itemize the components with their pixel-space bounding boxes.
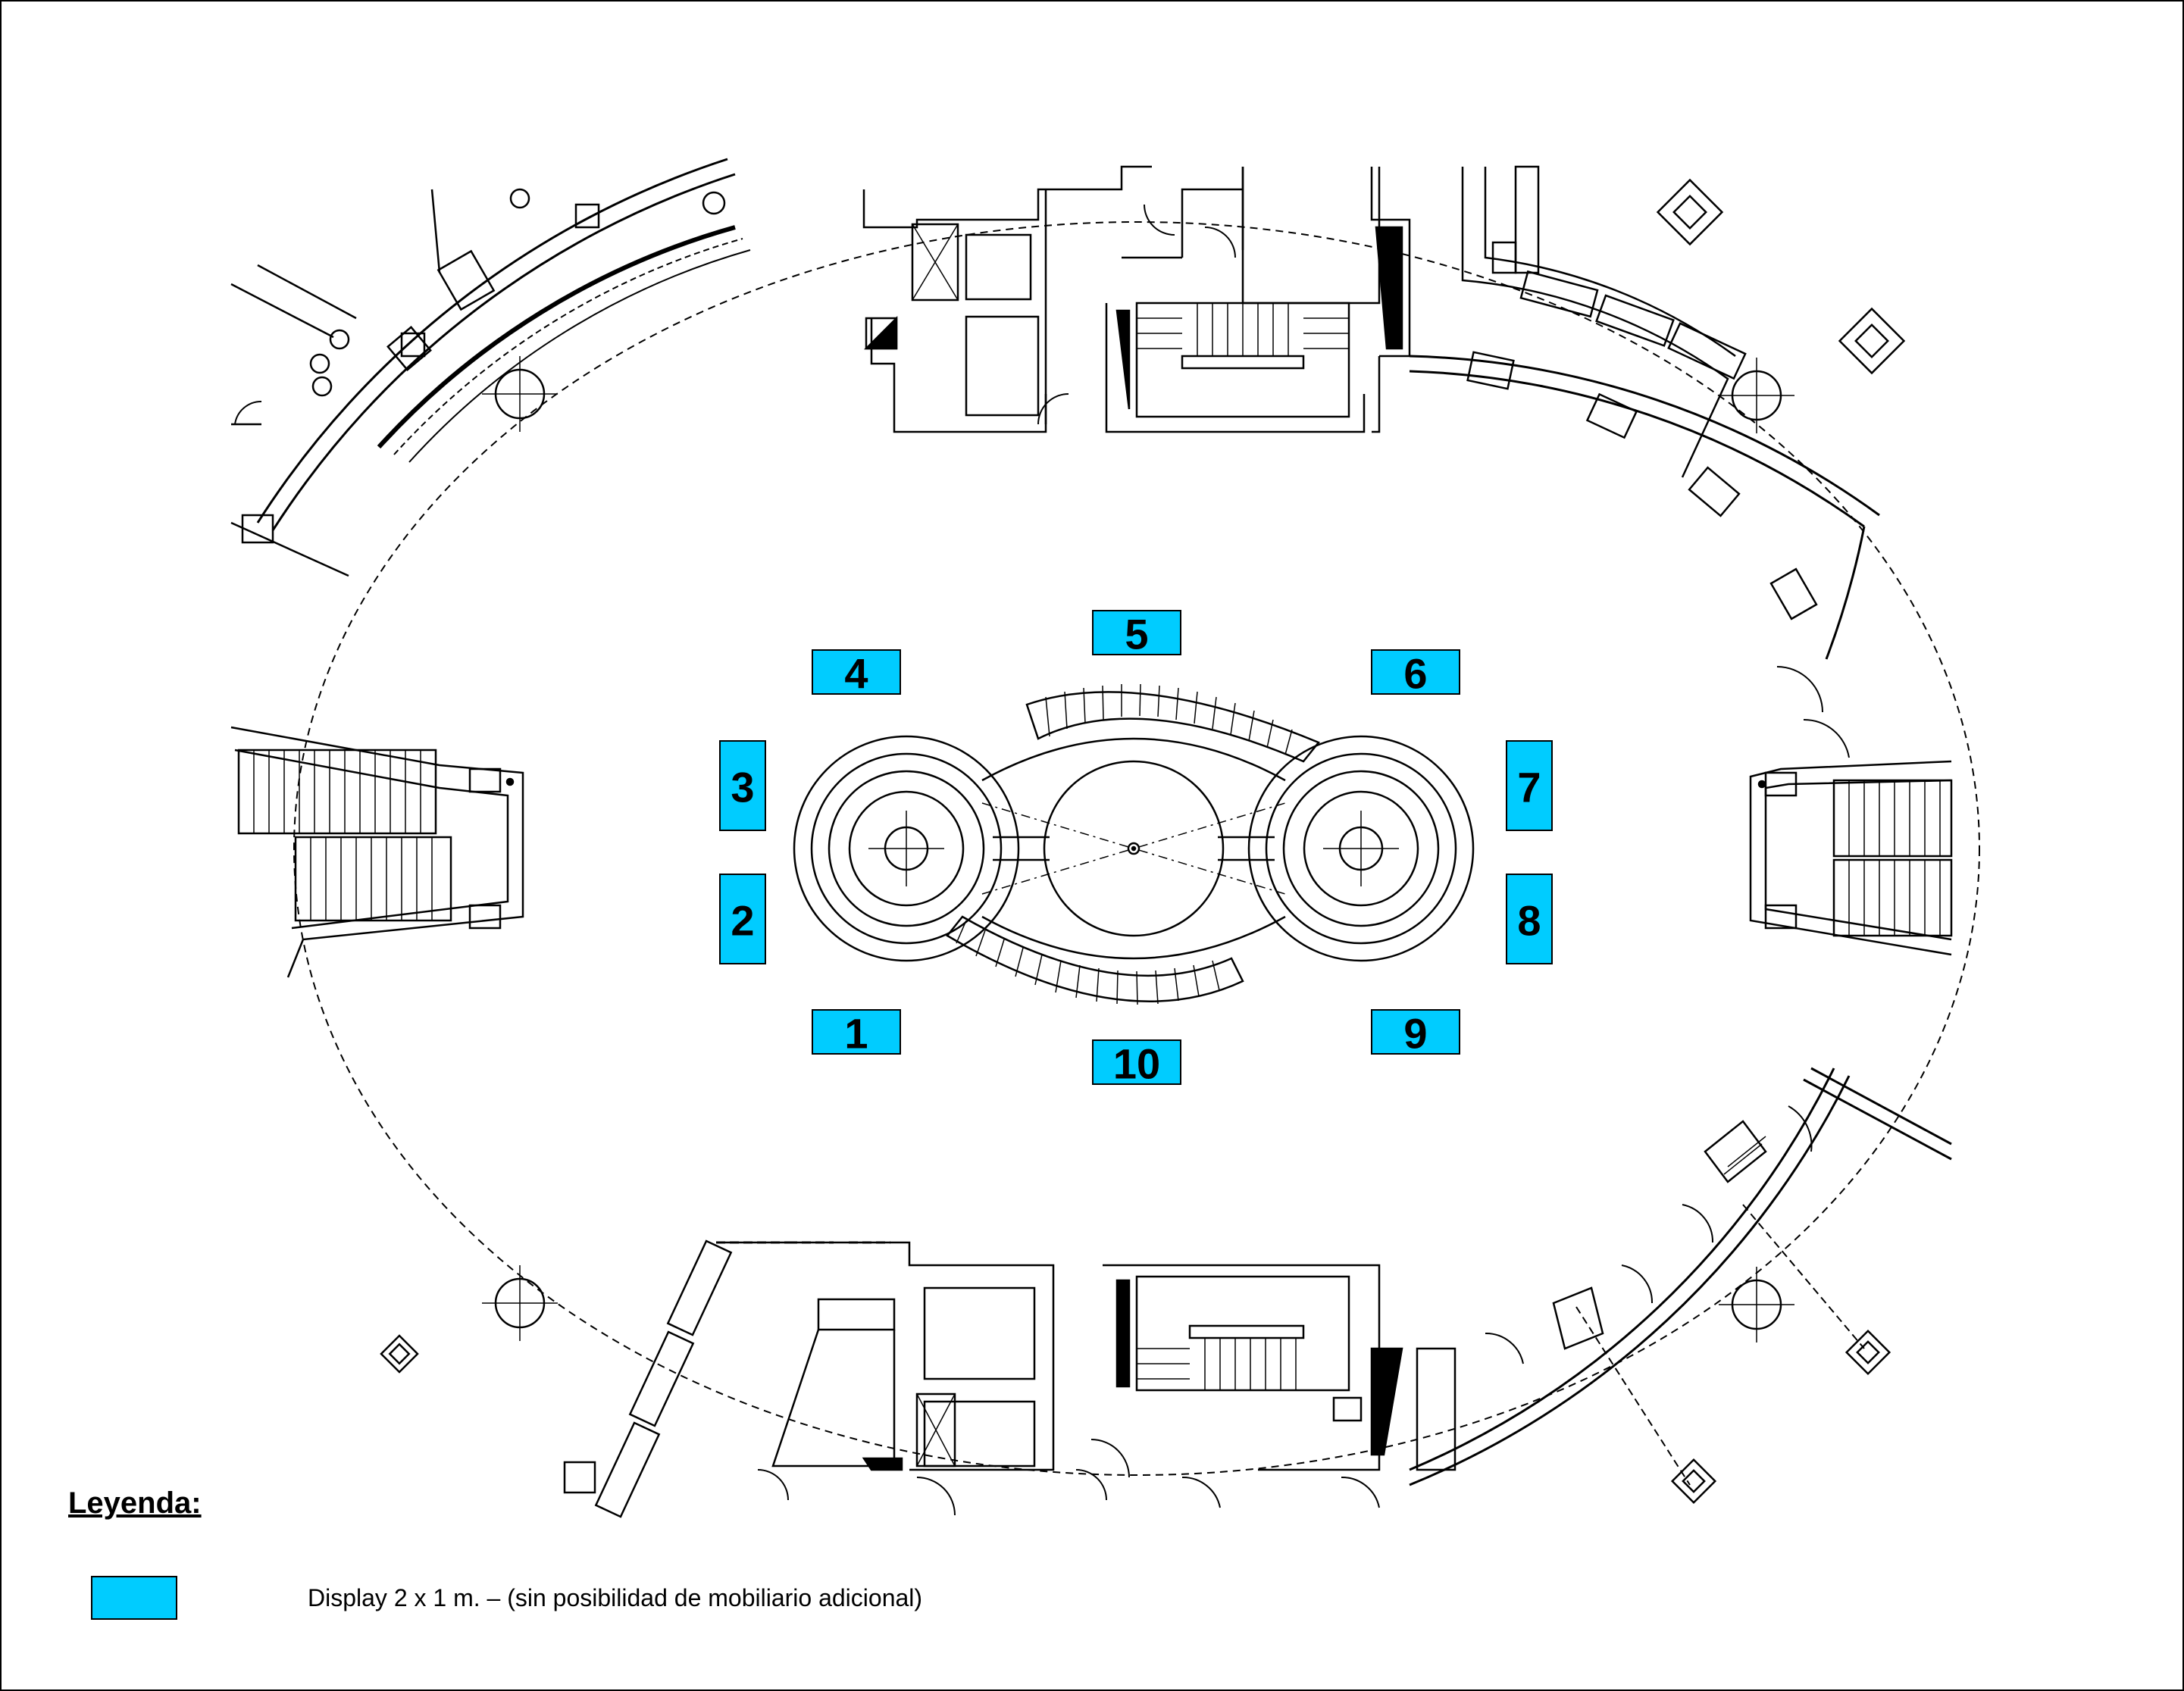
northwest-counter — [230, 158, 751, 577]
booth-number: 1 — [844, 1010, 868, 1058]
booth-number: 10 — [1113, 1040, 1160, 1088]
booth-5: 5 — [1092, 610, 1181, 658]
booth-rect — [1092, 610, 1181, 655]
booth-6: 6 — [1371, 649, 1460, 698]
legend-swatch — [91, 1576, 177, 1620]
booth-layer: 1 2 3 4 5 6 7 8 9 10 — [719, 610, 1553, 1088]
booth-9: 9 — [1371, 1009, 1460, 1058]
west-stairs — [230, 726, 524, 978]
booth-rect — [1506, 740, 1553, 831]
booth-rect — [812, 649, 901, 695]
legend-item: Display 2 x 1 m. – (sin posibilidad de m… — [91, 1576, 922, 1620]
booth-rect — [1506, 874, 1553, 964]
booth-4: 4 — [812, 649, 901, 698]
booth-rect — [1371, 649, 1460, 695]
legend-item-label: Display 2 x 1 m. – (sin posibilidad de m… — [308, 1583, 923, 1611]
booth-number: 2 — [731, 897, 754, 945]
booth-rect — [812, 1009, 901, 1055]
legend-title: Leyenda: — [68, 1486, 202, 1520]
north-core — [862, 165, 1411, 433]
booth-1: 1 — [812, 1009, 901, 1058]
column-ne — [1719, 358, 1794, 433]
booth-number: 3 — [731, 764, 754, 811]
south-core — [716, 1067, 1851, 1516]
booth-number: 5 — [1125, 611, 1148, 658]
booth-8: 8 — [1506, 874, 1553, 964]
southeast-facade — [1485, 1067, 1952, 1505]
booth-10: 10 — [1092, 1039, 1181, 1088]
column-sw — [482, 1265, 558, 1341]
southwest-benches — [380, 1239, 733, 1518]
booth-number: 4 — [844, 650, 868, 698]
east-stairs — [1749, 760, 1953, 956]
column-nw — [482, 356, 558, 432]
booth-rect — [1092, 1039, 1181, 1085]
booth-7: 7 — [1506, 740, 1553, 831]
booth-number: 9 — [1403, 1010, 1427, 1058]
booth-number: 8 — [1517, 897, 1541, 945]
central-feature — [793, 683, 1475, 1005]
booth-number: 6 — [1403, 650, 1427, 698]
booth-rect — [719, 740, 766, 831]
northeast-facade — [1409, 165, 1906, 758]
booth-rect — [719, 874, 766, 964]
column-se — [1719, 1267, 1794, 1342]
hall-outline — [293, 221, 1980, 1476]
booth-rect — [1371, 1009, 1460, 1055]
booth-3: 3 — [719, 740, 766, 831]
booth-number: 7 — [1517, 764, 1541, 811]
booth-2: 2 — [719, 874, 766, 964]
